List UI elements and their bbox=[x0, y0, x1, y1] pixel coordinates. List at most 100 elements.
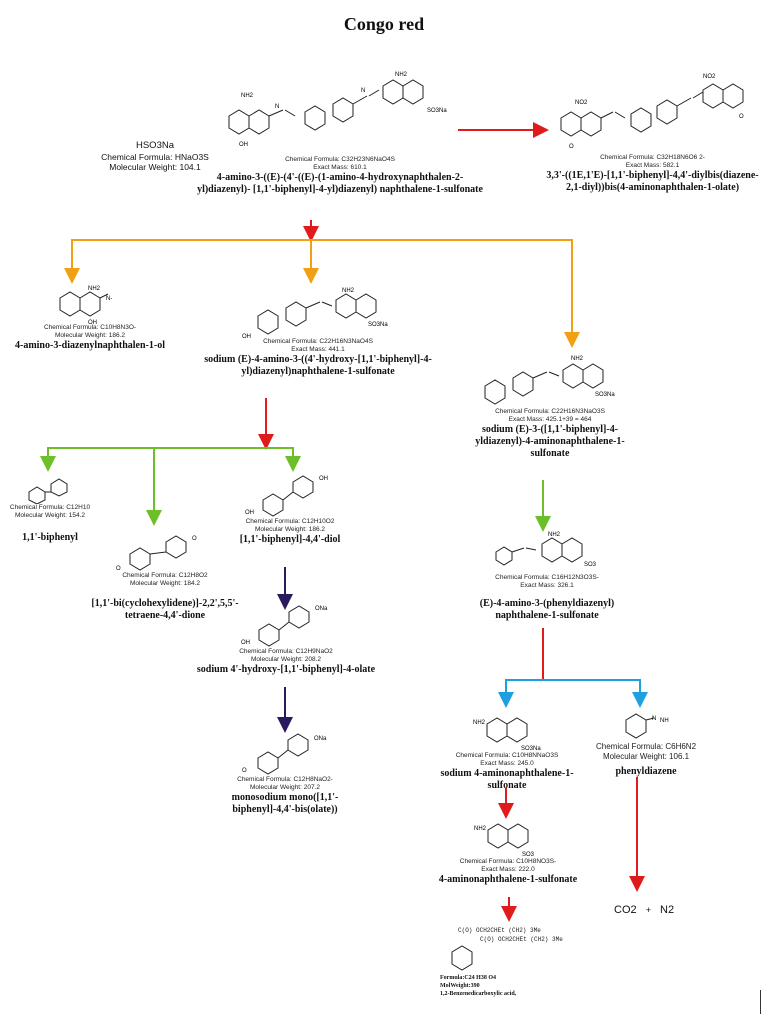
phenyldiazene-name: phenyldiazene bbox=[615, 766, 677, 777]
biphenyl-sulfonate-name: sodium (E)-3-([1,1'-biphenyl]-4-yldiazen… bbox=[475, 424, 625, 459]
diazenyl-naph-mass: Molecular Weight: 186.2 bbox=[55, 332, 125, 339]
svg-text:O: O bbox=[116, 566, 121, 572]
na-aminonaph-structure-icon: NH2 SO3Na bbox=[473, 717, 541, 752]
svg-text:NH2: NH2 bbox=[395, 72, 408, 78]
na-aminonaph-name: sodium 4-aminonaphthalene-1-sulfonate bbox=[440, 768, 574, 791]
aminonaph-name: 4-aminonaphthalene-1-sulfonate bbox=[438, 874, 578, 885]
svg-text:NH2: NH2 bbox=[88, 286, 101, 292]
olate-name: sodium 4'-hydroxy-[1,1'-biphenyl]-4-olat… bbox=[196, 664, 376, 675]
biphenyl-sulfonate-mass: Exact Mass: 425.1+39 = 464 bbox=[508, 416, 592, 423]
svg-text:N-: N- bbox=[106, 296, 112, 302]
node-ester: C(O) OCH2CHEt (CH2) 3Me C(O) OCH2CHEt (C… bbox=[440, 926, 610, 998]
svg-text:O: O bbox=[569, 144, 574, 150]
na-aminonaph-mass: Exact Mass: 245.0 bbox=[480, 760, 534, 767]
node-dinitro: NO2 O NO2 O Chemical Formula: C32H18N6O6… bbox=[545, 66, 760, 194]
diazenyl-naph-formula: Chemical Formula: C10H8N3O- bbox=[43, 324, 137, 331]
svg-text:ONa: ONa bbox=[315, 606, 328, 612]
node-dione: O O Chemical Formula: C12H8O2 Molecular … bbox=[90, 530, 240, 622]
svg-text:SO3Na: SO3Na bbox=[368, 322, 388, 328]
bisolate-name: monosodium mono([1,1'-biphenyl]-4,4'-bis… bbox=[231, 792, 339, 815]
reagent-formula-text: HSO3Na bbox=[135, 140, 174, 151]
svg-text:NH: NH bbox=[660, 718, 669, 724]
node-na-aminonaph: NH2 SO3Na Chemical Formula: C10H8NNaO3S … bbox=[432, 710, 582, 792]
svg-text:NH2: NH2 bbox=[241, 93, 254, 99]
reagent-molecular-weight: Molecular Weight: 104.1 bbox=[109, 162, 201, 172]
dinitro-formula: Chemical Formula: C32H18N6O6 2- bbox=[600, 154, 705, 161]
svg-text:N: N bbox=[652, 716, 656, 722]
svg-text:OH: OH bbox=[88, 320, 97, 324]
svg-text:OH: OH bbox=[242, 334, 251, 338]
phenyldiazene-structure-icon: N NH bbox=[625, 713, 669, 739]
node-diol: OH OH Chemical Formula: C12H10O2 Molecul… bbox=[220, 470, 360, 546]
phenyldiazenyl-name: (E)-4-amino-3-(phenyldiazenyl) naphthale… bbox=[479, 598, 615, 621]
hydroxy-sulfonate-structure-icon: OH NH2 SO3Na bbox=[242, 288, 388, 338]
diol-structure-icon: OH OH bbox=[245, 475, 328, 517]
biphenyl-structure-icon bbox=[28, 478, 68, 504]
svg-text:O: O bbox=[242, 768, 247, 774]
dione-structure-icon: O O bbox=[116, 535, 197, 572]
svg-text:SO3Na: SO3Na bbox=[427, 108, 447, 114]
svg-text:NO2: NO2 bbox=[703, 74, 716, 80]
svg-text:NH2: NH2 bbox=[571, 356, 584, 362]
n2-label: N2 bbox=[660, 904, 675, 916]
plus-sign: + bbox=[645, 905, 651, 915]
reagent-block: HSO3Na Chemical Formula: HNaO3S Molecula… bbox=[80, 140, 230, 172]
dinitro-mass: Exact Mass: 582.1 bbox=[625, 162, 680, 169]
olate-structure-icon: OH ONa bbox=[241, 605, 328, 647]
svg-text:NH2: NH2 bbox=[473, 720, 486, 726]
congo-mass: Exact Mass: 610.1 bbox=[313, 164, 367, 171]
page-edge-line bbox=[760, 990, 761, 1014]
node-biphenyl: Chemical Formula: C12H10 Molecular Weigh… bbox=[4, 476, 96, 544]
diazenyl-naph-structure-icon: NH2 N- OH bbox=[59, 286, 112, 324]
congo-name: 4-amino-3-((E)-(4'-((E)-(1-amino-4-hydro… bbox=[197, 172, 483, 195]
dione-formula: Chemical Formula: C12H8O2 bbox=[122, 572, 208, 579]
biphenyl-sulfonate-formula: Chemical Formula: C22H16N3NaO3S bbox=[495, 408, 605, 415]
node-phenyldiazenyl: NH2 SO3 Chemical Formula: C16H12N3O3S- E… bbox=[462, 526, 632, 622]
congo-red-structure-icon: NH2 OH N N NH2 SO3Na bbox=[228, 72, 447, 148]
biphenyl-mass: Molecular Weight: 154.2 bbox=[15, 512, 85, 519]
node-biphenyl-sulfonate: NH2 SO3Na Chemical Formula: C22H16N3NaO3… bbox=[460, 350, 640, 460]
hydroxy-sulfonate-name: sodium (E)-4-amino-3-((4'-hydroxy-[1,1'-… bbox=[204, 354, 432, 377]
dinitro-name: 3,3'-((1E,1'E)-[1,1'-biphenyl]-4,4'-diyl… bbox=[546, 170, 759, 193]
dione-name: [1,1'-bi(cyclohexylidene)]-2,2',5,5'-tet… bbox=[91, 598, 239, 621]
reagent-chemical-formula: Chemical Formula: HNaO3S bbox=[101, 152, 209, 162]
hydroxy-sulfonate-formula: Chemical Formula: C22H16N3NaO4S bbox=[263, 338, 373, 345]
ester-name: 1,2-Benzenedicarboxylic acid, bbox=[440, 991, 517, 997]
svg-text:SO3Na: SO3Na bbox=[595, 392, 615, 398]
svg-text:N: N bbox=[361, 88, 365, 94]
bisolate-mass: Molecular Weight: 207.2 bbox=[250, 784, 320, 791]
diol-name: [1,1'-biphenyl]-4,4'-diol bbox=[239, 534, 341, 545]
svg-text:NH2: NH2 bbox=[548, 532, 561, 538]
phenyldiazenyl-structure-icon: NH2 SO3 bbox=[495, 532, 597, 568]
bisolate-structure-icon: O ONa bbox=[242, 733, 327, 775]
biphenyl-sulfonate-structure-icon: NH2 SO3Na bbox=[484, 356, 615, 405]
svg-text:O: O bbox=[739, 114, 744, 120]
dinitro-structure-icon: NO2 O NO2 O bbox=[560, 74, 744, 150]
phenyldiazenyl-mass: Exact Mass: 326.1 bbox=[520, 582, 574, 589]
node-hydroxy-sulfonate: OH NH2 SO3Na Chemical Formula: C22H16N3N… bbox=[200, 284, 436, 378]
bisolate-formula: Chemical Formula: C12H8NaO2- bbox=[237, 776, 333, 783]
na-aminonaph-formula: Chemical Formula: C10H8NNaO3S bbox=[455, 752, 559, 759]
benzene-ring-icon bbox=[451, 945, 473, 971]
node-olate: OH ONa Chemical Formula: C12H9NaO2 Molec… bbox=[186, 600, 386, 676]
diazenyl-naph-name: 4-amino-3-diazenylnaphthalen-1-ol bbox=[14, 340, 165, 351]
svg-text:OH: OH bbox=[319, 476, 328, 482]
svg-text:OH: OH bbox=[245, 510, 254, 516]
svg-text:O: O bbox=[192, 536, 197, 542]
node-diazenyl-naph: NH2 N- OH Chemical Formula: C10H8N3O- Mo… bbox=[10, 284, 170, 352]
aminonaph-formula: Chemical Formula: C10H8NO3S- bbox=[459, 858, 557, 865]
node-aminonaph: NH2 SO3 Chemical Formula: C10H8NO3S- Exa… bbox=[430, 816, 586, 886]
biphenyl-name: 1,1'-biphenyl bbox=[22, 532, 78, 543]
svg-text:NH2: NH2 bbox=[342, 288, 355, 294]
node-phenyldiazene: N NH Chemical Formula: C6H6N2 Molecular … bbox=[594, 708, 698, 778]
diol-mass: Molecular Weight: 186.2 bbox=[255, 526, 325, 533]
svg-text:NH2: NH2 bbox=[474, 826, 487, 832]
phenyldiazene-mass: Molecular Weight: 106.1 bbox=[602, 752, 690, 761]
aminonaph-mass: Exact Mass: 222.0 bbox=[481, 866, 535, 873]
hydroxy-sulfonate-mass: Exact Mass: 441.1 bbox=[291, 346, 345, 353]
node-congo-red: NH2 OH N N NH2 SO3Na Chemical Formula: C… bbox=[195, 64, 485, 196]
svg-text:SO3Na: SO3Na bbox=[521, 746, 541, 752]
co2-label: CO2 bbox=[614, 904, 637, 916]
svg-text:NO2: NO2 bbox=[575, 100, 588, 106]
